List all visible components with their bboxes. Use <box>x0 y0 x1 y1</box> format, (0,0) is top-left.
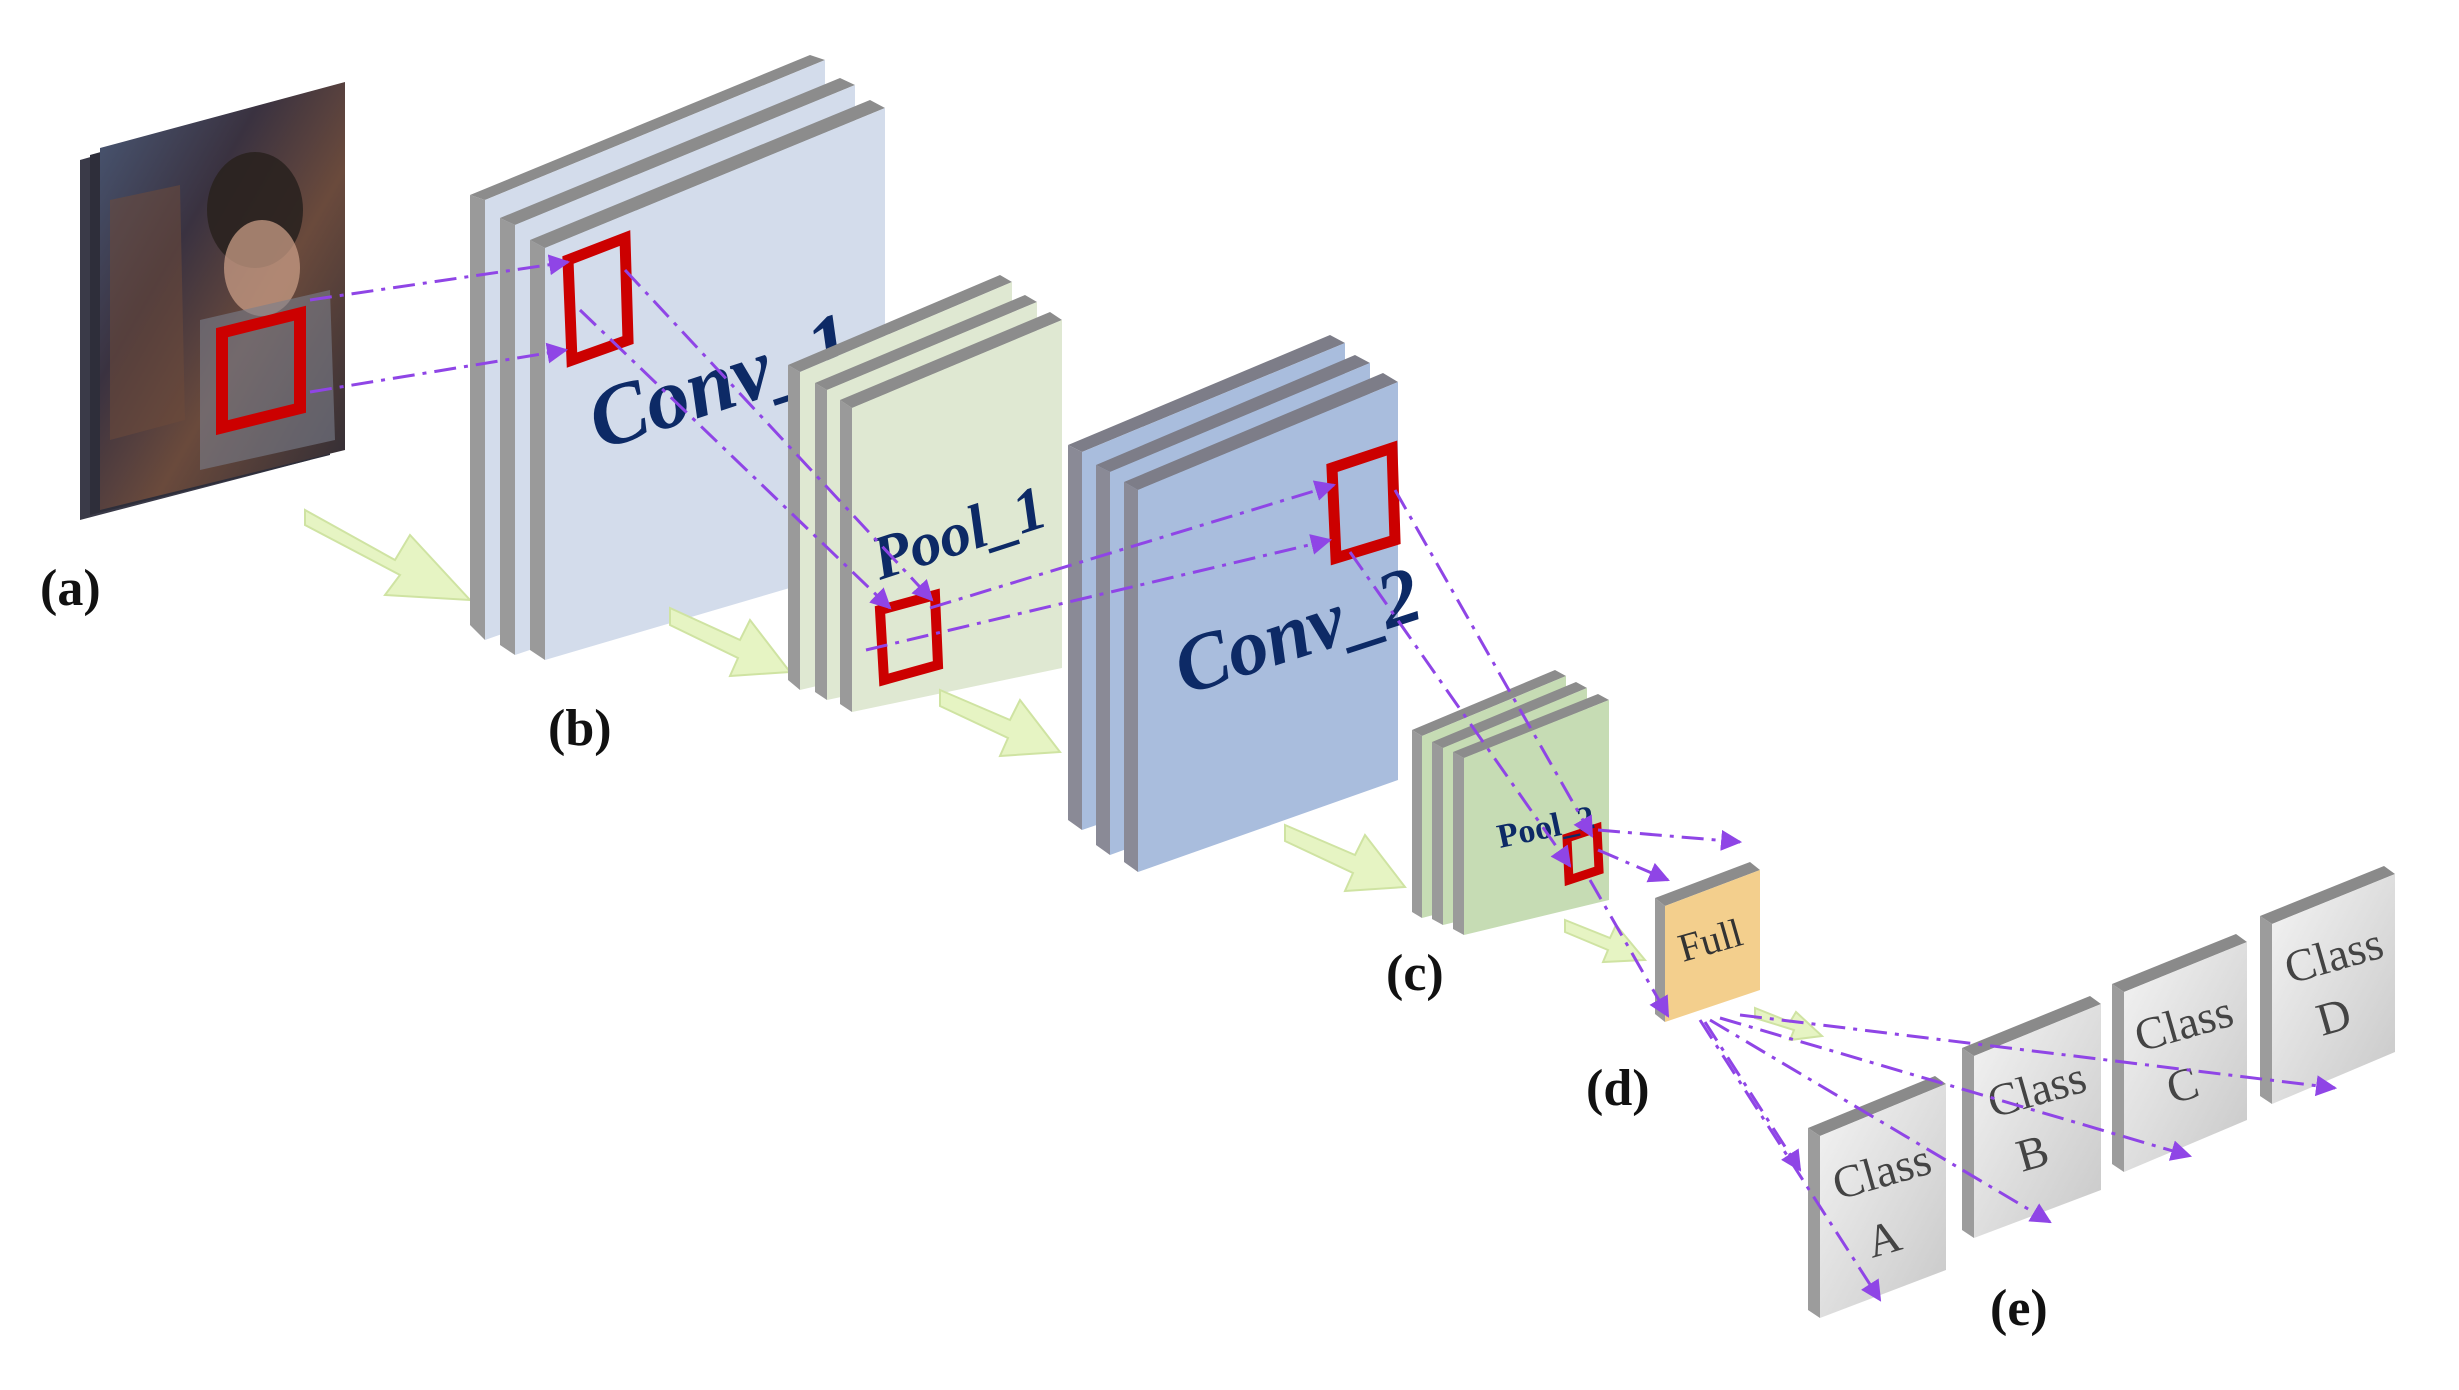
flow-arrow-pool2-full <box>1564 918 1648 964</box>
full-layer: Full <box>1655 862 1760 1022</box>
proj-conv1-pool1-b <box>623 268 934 602</box>
class-c-box: Class C <box>2112 934 2247 1172</box>
label-d: (d) <box>1586 1060 1650 1117</box>
label-e: (e) <box>1990 1280 2048 1337</box>
proj-pool2-full-bottom <box>1588 879 1670 1018</box>
proj-conv1-pool1-a <box>578 308 892 610</box>
proj-conv2-pool2-a <box>1393 489 1594 838</box>
proj-conv2-pool2-b <box>1348 551 1572 868</box>
pool1-front-map <box>852 320 1062 712</box>
proj-pool1-conv2-bottom <box>865 534 1333 652</box>
proj-full-class-a <box>1698 1019 1882 1302</box>
projection-arrows <box>309 254 2338 1302</box>
full-layer-box <box>1665 870 1760 1022</box>
label-b: (b) <box>548 700 612 757</box>
flow-arrow-b-pool1 <box>669 606 792 678</box>
proj-pool2-full-mid <box>1597 848 1670 883</box>
proj-full-class-d <box>1739 1013 2338 1097</box>
proj-input-conv1-top <box>309 254 571 302</box>
pool2-layer-stack: Pool_2 <box>1412 670 1609 935</box>
label-c: (c) <box>1386 945 1444 1002</box>
flow-arrow-a-b <box>304 508 473 602</box>
proj-full-class-a2 <box>1703 1021 1802 1172</box>
input-window-frame <box>216 305 306 436</box>
proj-pool2-full-top <box>1597 828 1743 851</box>
proj-full-class-c <box>1719 1016 2193 1161</box>
proj-input-conv1-bottom <box>309 342 569 394</box>
input-image-stack <box>80 82 345 520</box>
conv1-window-frame <box>562 230 634 368</box>
flow-arrow-conv2-pool2 <box>1284 823 1407 893</box>
conv2-layer-stack: Conv_2 <box>1068 335 1432 872</box>
label-a: (a) <box>40 560 101 617</box>
stage-labels: (a) (b) (c) (d) (e) <box>40 560 2048 1337</box>
conv2-window-frame <box>1326 440 1401 566</box>
class-a-box: Class A <box>1808 1076 1946 1318</box>
proj-pool1-conv2-top <box>929 480 1337 610</box>
class-d-box: Class D <box>2260 866 2395 1104</box>
class-b-box: Class B <box>1962 996 2101 1238</box>
flow-arrow-pool1-conv2 <box>939 688 1062 758</box>
